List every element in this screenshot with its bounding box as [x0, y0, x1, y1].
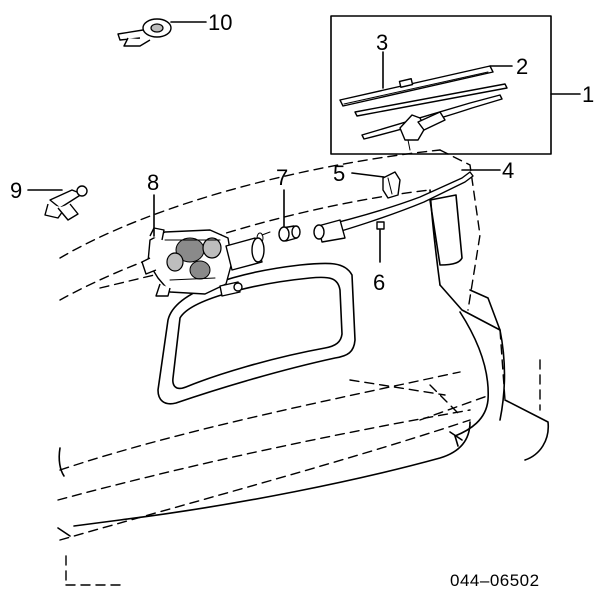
- callout-2: 2: [516, 54, 528, 79]
- wiper-blade-inset: [330, 15, 552, 155]
- callout-numbers: 10 1 2 3 4 5 6 7 8 9: [10, 10, 594, 295]
- part-5-arm-cover: [382, 171, 401, 199]
- back-door-outline: [57, 149, 541, 586]
- callout-8: 8: [147, 170, 159, 195]
- part-6-nut: [376, 221, 385, 230]
- callout-4: 4: [502, 158, 514, 183]
- callout-10: 10: [208, 10, 232, 35]
- leader-lines: [27, 21, 581, 263]
- part-7-grommet: [256, 225, 301, 244]
- callout-1: 1: [582, 82, 594, 107]
- part-4-wiper-arm: [313, 171, 474, 243]
- rear-window-frame: [57, 189, 550, 537]
- part-9-washer-nozzle: [44, 185, 88, 221]
- callout-9: 9: [10, 178, 22, 203]
- part-10-washer-nozzle: [117, 18, 172, 47]
- callout-6: 6: [373, 270, 385, 295]
- part-8-wiper-motor: [141, 227, 265, 297]
- callout-5: 5: [333, 161, 345, 186]
- callout-3: 3: [376, 30, 388, 55]
- diagram-reference-code: 044–06502: [450, 571, 540, 590]
- callout-7: 7: [276, 165, 288, 190]
